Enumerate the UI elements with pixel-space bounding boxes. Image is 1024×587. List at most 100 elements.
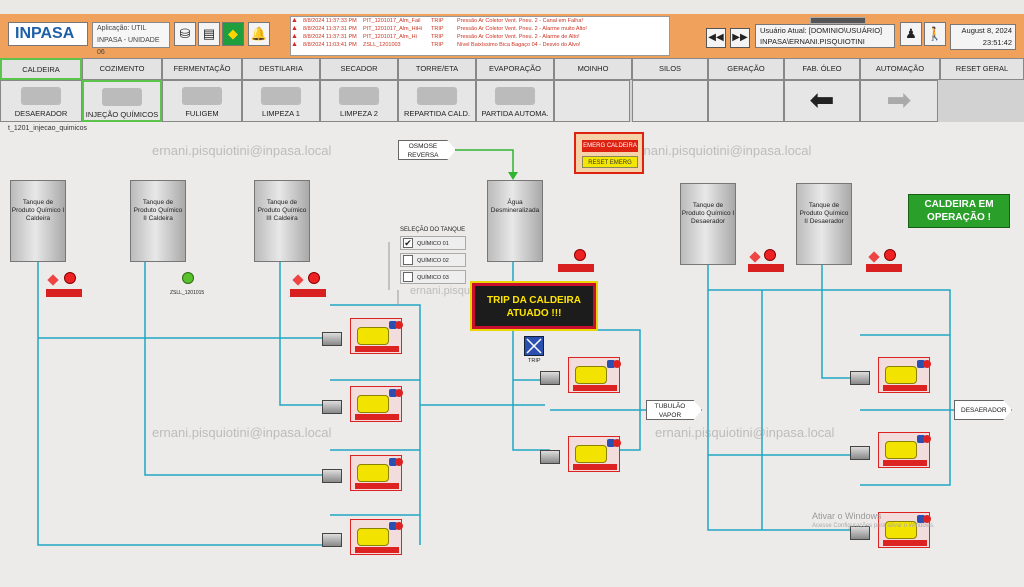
desaerador-link[interactable]: DESAERADOR — [954, 400, 1012, 420]
pump[interactable] — [350, 386, 403, 422]
menu-fab-leo[interactable]: FAB. ÓLEO — [784, 58, 860, 80]
arrow-forward-icon[interactable]: ➡ — [860, 80, 938, 122]
time: 23:51:42 — [982, 38, 1012, 47]
submenu-partida-automa-[interactable]: PARTIDA AUTOMA. — [476, 80, 554, 122]
menu-cozimento[interactable]: COZIMENTO — [82, 58, 162, 80]
menu-caldeira[interactable]: CALDEIRA — [0, 58, 82, 80]
pump[interactable] — [350, 519, 403, 555]
alarm-severity: TRIP — [431, 26, 444, 32]
checkbox-icon[interactable] — [403, 255, 413, 265]
tank-option-2[interactable]: QUÍMICO 02 — [400, 253, 466, 267]
pump-alarm-icon — [613, 439, 621, 447]
submenu-desaerador[interactable]: DESAERADOR — [0, 80, 82, 122]
pump-motor-icon — [357, 464, 389, 482]
menu-torre-eta[interactable]: TORRE/ETA — [398, 58, 476, 80]
alarm-severity: TRIP — [431, 18, 444, 24]
submenu-limpeza-2[interactable]: LIMPEZA 2 — [320, 80, 398, 122]
pump-tag — [883, 385, 927, 391]
pump-mode-icon — [389, 522, 397, 530]
save-icon[interactable]: ⛁ — [174, 22, 196, 46]
level-switch-icon[interactable] — [64, 272, 76, 284]
arrow-back-icon[interactable]: ⬅ — [784, 80, 860, 122]
submenu-limpeza-1[interactable]: LIMPEZA 1 — [242, 80, 320, 122]
submenu-inje-o-qu-micos[interactable]: INJEÇÃO QUÍMICOS — [82, 80, 162, 122]
menu-evapora-o[interactable]: EVAPORAÇÃO — [476, 58, 554, 80]
keyboard-icon[interactable] — [810, 17, 866, 24]
pump-tag — [355, 483, 399, 489]
nav-back-icon[interactable]: ◀◀ — [706, 28, 726, 48]
reset-emerg-button[interactable]: RESET EMERG — [582, 156, 638, 168]
pump-alarm-icon — [923, 360, 931, 368]
tank-agua-desmineralizada[interactable]: Água Desmineralizada — [487, 180, 543, 262]
menu-moinho[interactable]: MOINHO — [554, 58, 632, 80]
checkbox-icon[interactable]: ✔ — [403, 238, 413, 248]
level-switch-icon[interactable] — [884, 249, 896, 261]
logout-icon[interactable]: 🚶 — [924, 22, 946, 46]
tank-quimico-2-caldeira[interactable]: Tanque de Produto Químico II Caldeira — [130, 180, 186, 262]
checkbox-icon[interactable] — [403, 272, 413, 282]
motor-icon — [850, 371, 870, 385]
pump-tag — [355, 346, 399, 352]
osmose-reversa-link[interactable]: OSMOSE REVERSA — [398, 140, 456, 160]
current-user-label: Usuário Atual: [DOMINIO\USUÁRIO] — [760, 26, 883, 35]
pump[interactable] — [568, 436, 621, 472]
level-switch-ok-icon[interactable] — [182, 272, 194, 284]
alarm-bell-icon: ▲ — [291, 41, 298, 48]
app-name: Aplicação: UTIL — [97, 25, 147, 32]
menu-destilaria[interactable]: DESTILARIA — [242, 58, 320, 80]
date: August 8, 2024 — [961, 26, 1012, 35]
tank-option-1[interactable]: ✔QUÍMICO 01 — [400, 236, 466, 250]
zsll-tag: ZSLL_1201015 — [170, 290, 205, 296]
level-alarm-tag — [558, 264, 594, 272]
submenu-fuligem[interactable]: FULIGEM — [162, 80, 242, 122]
alarm-tag: ZSLL_1201003 — [363, 42, 401, 48]
menu-reset-geral[interactable]: RESET GERAL — [940, 58, 1024, 80]
menu-silos[interactable]: SILOS — [632, 58, 708, 80]
pump[interactable] — [350, 455, 403, 491]
pump-motor-icon — [575, 366, 607, 384]
level-switch-icon[interactable] — [308, 272, 320, 284]
submenu-repartida-cald-[interactable]: REPARTIDA CALD. — [398, 80, 476, 122]
pump-motor-icon — [885, 521, 917, 539]
pump[interactable] — [350, 318, 403, 354]
pump[interactable] — [568, 357, 621, 393]
pump[interactable] — [878, 512, 931, 548]
alarm-tag: PIT_1201017_Alm_Fail — [363, 18, 421, 24]
user-login-icon[interactable]: ♟ — [900, 22, 922, 46]
motor-icon — [322, 469, 342, 483]
menu-gera-o[interactable]: GERAÇÃO — [708, 58, 784, 80]
submenu-icon — [495, 87, 535, 105]
pump-mode-icon — [389, 389, 397, 397]
pump-mode-icon — [917, 360, 925, 368]
bell-icon[interactable]: 🔔 — [248, 22, 270, 46]
menu-fermenta-o[interactable]: FERMENTAÇÃO — [162, 58, 242, 80]
tank-option-3[interactable]: QUÍMICO 03 — [400, 270, 466, 284]
level-switch-icon[interactable] — [764, 249, 776, 261]
tank-quimico-1-desaerador[interactable]: Tanque de Produto Químico I Desaerador — [680, 183, 736, 265]
user-box: Usuário Atual: [DOMINIO\USUÁRIO] INPASA\… — [755, 24, 895, 48]
menu-secador[interactable]: SECADOR — [320, 58, 398, 80]
pump-motor-icon — [885, 441, 917, 459]
tubulao-vapor-link[interactable]: TUBULÃO VAPOR — [646, 400, 702, 420]
motor-icon — [322, 533, 342, 547]
pump[interactable] — [878, 432, 931, 468]
emerg-caldeira-button[interactable]: EMERG CALDEIRA — [582, 140, 638, 152]
level-switch-icon[interactable] — [574, 249, 586, 261]
tank-quimico-3-caldeira[interactable]: Tanque de Produto Químico III Caldeira — [254, 180, 310, 262]
brazil-flag-icon[interactable]: ◆ — [222, 22, 244, 46]
print-icon[interactable]: ▤ — [198, 22, 220, 46]
watermark: ernani.pisquiotini@inpasa.local — [632, 143, 812, 158]
tank-quimico-2-desaerador[interactable]: Tanque de Produto Químico II Desaerador — [796, 183, 852, 265]
tank-quimico-1-caldeira[interactable]: Tanque de Produto Químico I Caldeira — [10, 180, 66, 262]
nav-forward-icon[interactable]: ▶▶ — [730, 28, 750, 48]
menu-automa-o[interactable]: AUTOMAÇÃO — [860, 58, 940, 80]
trip-button[interactable] — [524, 336, 544, 356]
pump[interactable] — [878, 357, 931, 393]
